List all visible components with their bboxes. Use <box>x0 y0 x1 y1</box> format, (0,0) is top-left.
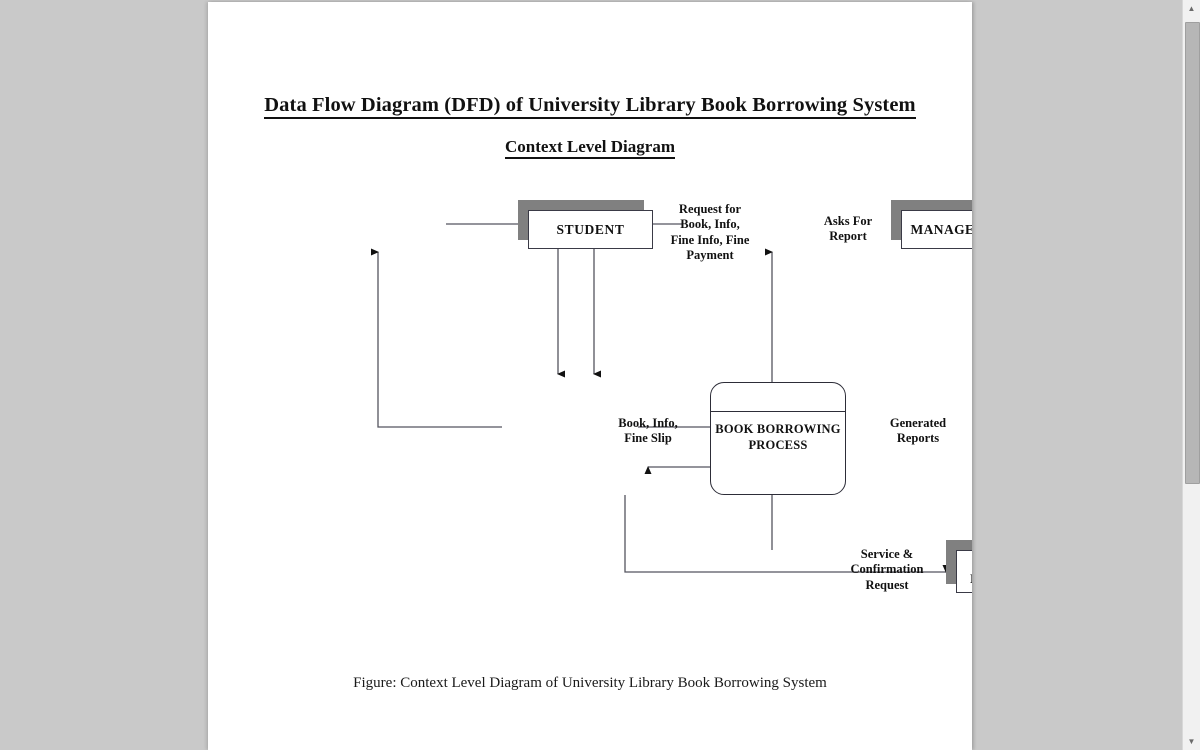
scrollbar-thumb[interactable] <box>1185 22 1200 484</box>
connector-group <box>371 223 950 573</box>
page-title-text: Data Flow Diagram (DFD) of University Li… <box>264 94 916 119</box>
page-subtitle: Context Level Diagram <box>208 137 972 159</box>
scroll-up-arrow-icon[interactable]: ▲ <box>1183 0 1200 17</box>
flow-label-service-confirmation-request: Service & Confirmation Request <box>850 547 924 592</box>
connector-service-confirmation-request <box>624 495 950 573</box>
connector-book-info-fine-slip <box>371 248 502 428</box>
page-subtitle-text: Context Level Diagram <box>505 137 675 159</box>
diagram-connector-layer <box>371 223 950 573</box>
flow-label-asks-for-report: Asks For Report <box>823 214 873 244</box>
entity-student-label: STUDENT <box>528 210 653 249</box>
figure-caption: Figure: Context Level Diagram of Univers… <box>353 675 827 691</box>
flow-label-book-info-fine-slip: Book, Info, Fine Slip <box>618 416 678 446</box>
entity-user-employee[interactable]: USER/ EMPLOYEE <box>946 540 972 594</box>
flow-label-request-for-book: Request for Book, Info, Fine Info, Fine … <box>670 202 750 262</box>
flow-label-generated-reports: Generated Reports <box>889 416 947 446</box>
process-book-borrowing[interactable]: BOOK BORROWING PROCESS <box>710 382 846 495</box>
process-header-divider <box>711 411 845 412</box>
entity-user-employee-label: USER/ EMPLOYEE <box>956 550 972 593</box>
page-title: Data Flow Diagram (DFD) of University Li… <box>208 94 972 119</box>
document-page: Data Flow Diagram (DFD) of University Li… <box>208 2 972 750</box>
scroll-down-arrow-icon[interactable]: ▼ <box>1183 733 1200 750</box>
process-label: BOOK BORROWING PROCESS <box>715 422 841 453</box>
entity-management[interactable]: MANAGEMENT <box>891 200 972 250</box>
entity-management-label: MANAGEMENT <box>901 210 972 249</box>
entity-student[interactable]: STUDENT <box>518 200 654 250</box>
dfd-diagram <box>208 2 972 750</box>
scrollbar-vertical[interactable]: ▲ ▼ <box>1182 0 1200 750</box>
